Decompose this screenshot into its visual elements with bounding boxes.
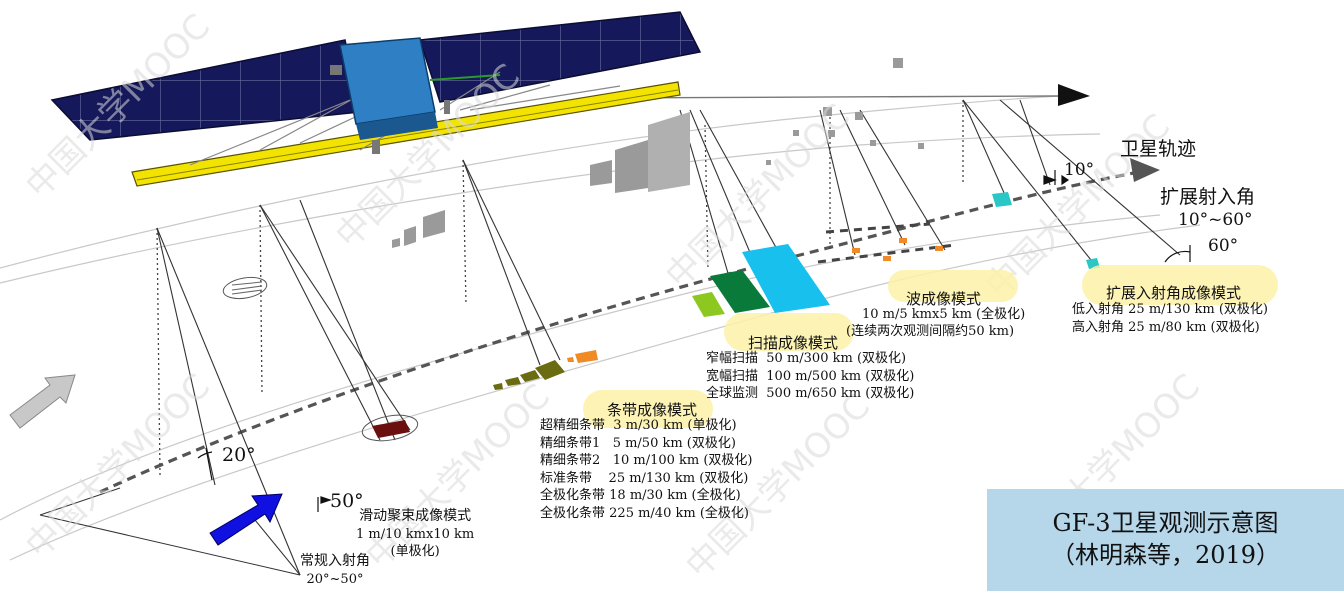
strip-row-name: 精细条带1 [540,435,601,451]
scan-mode-title: 扫描成像模式 [748,334,839,352]
orbit-line [599,84,1090,106]
spotlight-spec: 1 m/10 kmx10 km [356,526,475,542]
strip-row-spec: 18 m/30 km (全极化) [609,488,741,503]
wave-mode-title: 波成像模式 [906,290,982,308]
strip-row-spec: 25 m/130 km (双极化) [608,470,749,486]
strip-mode-row: 全极化条带 225 m/40 km (全极化) [540,505,753,523]
ground-track-dashed [99,158,1160,494]
wave-mode-line2: (连续两次观测间隔约50 km) [846,324,1015,339]
satellite [50,11,702,187]
footprints-gray [392,58,924,248]
scan-mode-highlight [724,313,854,351]
caption-title: GF-3卫星观测示意图 [1052,509,1279,537]
spotlight-footprint [222,276,419,442]
strip-mode-row: 标准条带 25 m/130 km (双极化) [540,470,753,488]
scan-row-name: 宽幅扫描 [706,368,759,384]
wave-mode-tracks [817,222,956,264]
strip-row-spec: 225 m/40 km (全极化) [609,505,749,521]
strip-row-spec: 3 m/30 km (单极化) [613,418,737,433]
strip-row-name: 精细条带2 [540,453,601,468]
scan-row-name: 窄幅扫描 [706,351,759,366]
swath-boundary [39,487,301,576]
extended-angle-range: 10°~60° [1178,210,1253,230]
wave-mode-cells [852,238,943,261]
strip-mode-title: 条带成像模式 [607,401,698,419]
spotlight-pol: (单极化) [390,544,440,559]
strip-row-spec: 5 m/50 km (双极化) [612,435,736,451]
normal-angle-range: 20°~50° [306,571,364,587]
scan-row-spec: 100 m/500 km (双极化) [766,368,915,384]
ext-mode-row: 低入射角 25 m/130 km (双极化) [1072,301,1268,319]
strip-mode-rows: 超精细条带 3 m/30 km (单极化) 精细条带1 5 m/50 km (双… [540,417,753,522]
spotlight-title: 滑动聚束成像模式 [359,508,472,524]
normal-angle-title: 常规入射角 [300,553,370,569]
scan-mode-row: 全球监测 500 m/650 km (双极化) [706,385,914,403]
ext-mode-rows: 低入射角 25 m/130 km (双极化) 高入射角 25 m/80 km (… [1072,301,1268,336]
scan-mode-rows: 窄幅扫描 50 m/300 km (双极化) 宽幅扫描 100 m/500 km… [706,350,914,403]
strip-mode-highlight [583,390,713,428]
angle-marks [197,170,1191,512]
ext-mode-highlight [1082,265,1278,305]
ext-mode-title: 扩展入射角成像模式 [1106,284,1242,302]
strip-mode-row: 超精细条带 3 m/30 km (单极化) [540,417,753,435]
strip-row-name: 标准条带 [540,470,593,486]
strip-row-spec: 10 m/100 km (双极化) [612,453,753,468]
track-angle: 10° [1064,160,1095,180]
strip-mode-row: 精细条带1 5 m/50 km (双极化) [540,435,753,453]
strip-row-name: 超精细条带 [540,418,606,433]
extended-angle-60: 60° [1208,236,1239,256]
normal-angle-50: 50° [330,490,364,512]
blue-direction-arrow [209,493,283,546]
scan-row-spec: 500 m/650 km (双极化) [766,386,915,401]
scan-row-name: 全球监测 [706,386,759,401]
track-label: 卫星轨迹 [1120,138,1197,160]
scan-row-spec: 50 m/300 km (双极化) [766,351,907,366]
strip-mode-row: 精细条带2 10 m/100 km (双极化) [540,452,753,470]
strip-mode-row: 全极化条带 18 m/30 km (全极化) [540,487,753,505]
ext-row-spec: 25 m/130 km (双极化) [1128,302,1268,317]
caption-citation: （林明森等，2019） [1050,541,1281,569]
extended-angle-title: 扩展射入角 [1160,186,1256,208]
scan-mode-row: 宽幅扫描 100 m/500 km (双极化) [706,368,914,386]
ext-row-name: 低入射角 [1072,302,1125,317]
ext-row-name: 高入射角 [1072,319,1125,335]
ext-mode-row: 高入射角 25 m/80 km (双极化) [1072,319,1268,337]
strip-row-name: 全极化条带 [540,505,606,521]
earth-surface-curves [0,95,1201,561]
spotlight-label: 滑动聚束成像模式 1 m/10 kmx10 km (单极化) [356,508,474,561]
normal-angle-label: 常规入射角 20°~50° [300,553,370,588]
ext-row-spec: 25 m/80 km (双极化) [1128,319,1260,335]
wave-mode-highlight [888,270,1018,302]
wave-mode-line1: 10 m/5 kmx5 km (全极化) [862,307,1026,322]
gray-direction-arrow [9,374,76,429]
strip-row-name: 全极化条带 [540,488,606,503]
caption-box: GF-3卫星观测示意图 （林明森等，2019） [987,489,1344,591]
normal-angle-20: 20° [222,444,256,466]
nadir-lines [156,100,964,476]
scan-mode-row: 窄幅扫描 50 m/300 km (双极化) [706,350,914,368]
coverage-swaths [372,192,1100,438]
